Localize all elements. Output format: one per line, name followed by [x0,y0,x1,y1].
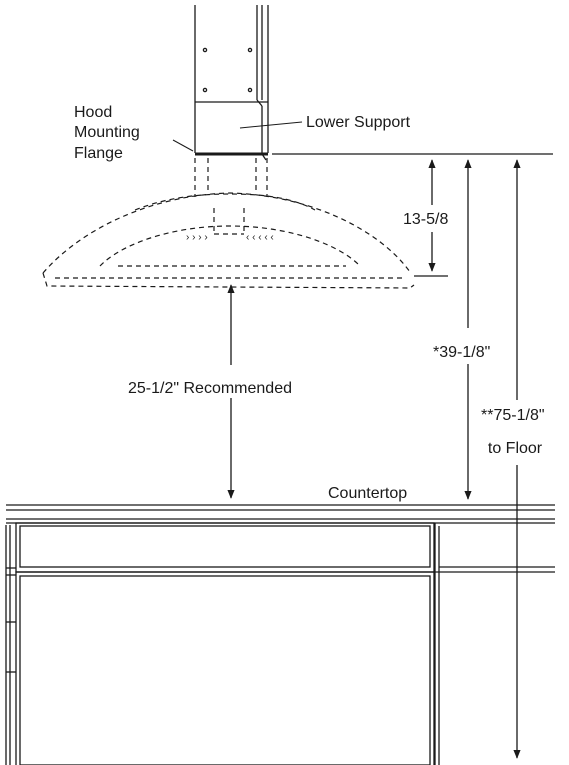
range-hood-outline: › › › › ‹ ‹ ‹ ‹ ‹ [42,158,415,289]
lower-support-label: Lower Support [306,114,411,131]
svg-text:‹ ‹ ‹ ‹ ‹: ‹ ‹ ‹ ‹ ‹ [246,232,274,243]
lower-support [195,99,268,153]
lower-support-leader [239,121,303,129]
base-cabinets [5,522,555,765]
countertop: Countertop [6,485,555,524]
dimension-flange-to-floor: **75-1/8" to Floor [481,159,549,759]
svg-text:› › › ›: › › › › [186,232,208,243]
svg-text:*39-1/8": *39-1/8" [433,344,490,361]
dimension-hood-depth: 13-5/8 [403,159,448,272]
svg-text:13-5/8: 13-5/8 [403,211,448,228]
svg-text:Countertop: Countertop [328,485,407,502]
chimney-upper-support [194,5,269,153]
svg-text:**75-1/8" to Floor: **75-1/8" to Floor [481,407,549,457]
svg-text:25-1/2" Recommended: 25-1/2" Recommended [128,380,292,397]
hood-mounting-flange-leader [172,139,194,152]
hood-mounting-flange-label: Hood Mounting Flange [74,104,144,162]
dimension-flange-to-countertop: *39-1/8" [433,159,490,500]
dimension-hood-to-countertop: 25-1/2" Recommended [128,284,292,499]
